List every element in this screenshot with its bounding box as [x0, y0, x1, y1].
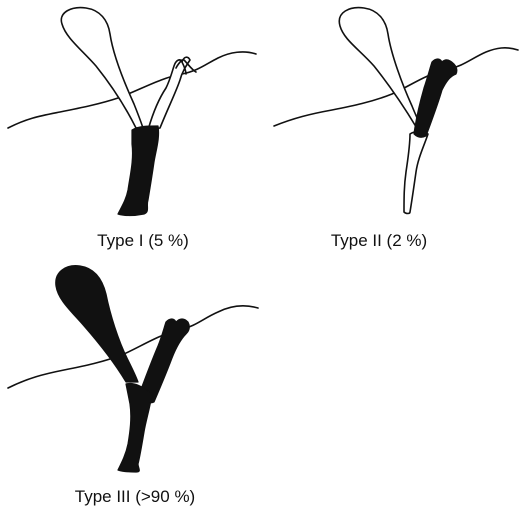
- type-3-common-duct: [118, 383, 152, 472]
- type-1-hepatic-duct: [148, 57, 190, 130]
- type-3-gallbladder: [56, 266, 138, 382]
- type-3-diagram: [0, 256, 260, 516]
- caption-type-2: Type II (2 %): [314, 231, 444, 251]
- caption-type-1: Type I (5 %): [76, 231, 210, 251]
- panel-type-3: [0, 256, 260, 516]
- caption-type-3: Type III (>90 %): [50, 487, 220, 507]
- panel-type-2: [260, 0, 520, 260]
- type-2-common-duct: [404, 132, 428, 214]
- panel-type-1: [0, 0, 260, 260]
- type-1-common-duct: [118, 126, 159, 216]
- type-2-gallbladder: [339, 8, 422, 130]
- type-2-hepatic-duct: [414, 59, 457, 137]
- type-2-diagram: [260, 0, 520, 260]
- type-1-diagram: [0, 0, 260, 260]
